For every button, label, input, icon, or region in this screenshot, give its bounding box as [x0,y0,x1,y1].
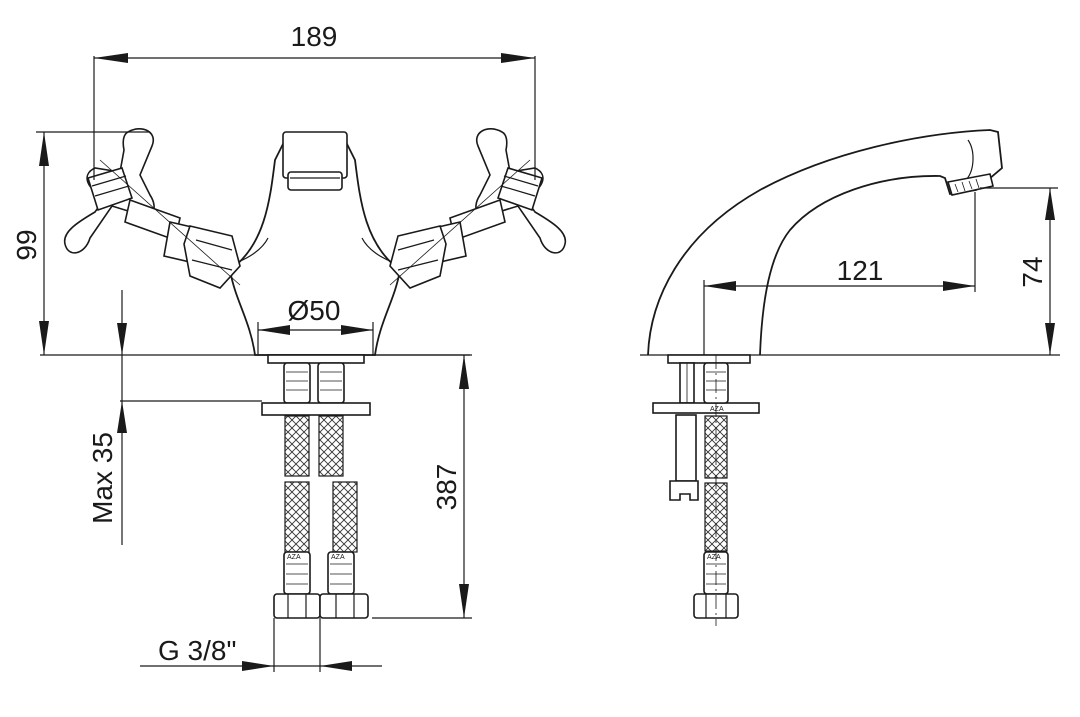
front-view: AZA AZA [40,128,567,619]
front-left-handle [63,128,241,289]
front-top-cylinder [282,131,348,179]
side-stud-lower [675,414,697,482]
front-dimensions: 189 99 Ø50 Max 35 387 G 3/8" [11,21,536,672]
dim-height-label: 99 [11,229,42,260]
front-base-flange [267,354,365,364]
front-body-shoulder-right [361,237,393,263]
dim-hose-label: 387 [431,464,462,511]
dim-width-label: 189 [291,21,338,52]
side-spout-tip-curve [965,139,974,181]
dim-spout-height-label: 74 [1017,256,1048,287]
dim-diameter-label: Ø50 [288,295,341,326]
dim-reach-label: 121 [837,255,884,286]
front-top-ring [287,171,343,191]
side-base-flange [667,354,751,364]
dim-max-label: Max 35 [87,432,118,524]
front-mounting-plate [261,402,371,416]
side-dimensions: 121 74 [703,187,1058,355]
front-hose-right: AZA [317,362,369,619]
side-spout [647,129,1003,356]
side-stud-nut [669,480,699,501]
hose-mark-side-top: AZA [710,406,724,413]
dim-thread-label: G 3/8" [158,635,236,666]
side-view: AZA AZA [640,129,1060,626]
side-mounting-plate [652,402,760,414]
front-body-shoulder-left [237,237,269,263]
front-right-handle [389,128,567,289]
front-hose-left: AZA [273,362,321,619]
hose-mark-front-left: AZA [287,554,301,561]
hose-mark-side-bottom: AZA [707,554,721,561]
hose-mark-front-right: AZA [331,554,345,561]
